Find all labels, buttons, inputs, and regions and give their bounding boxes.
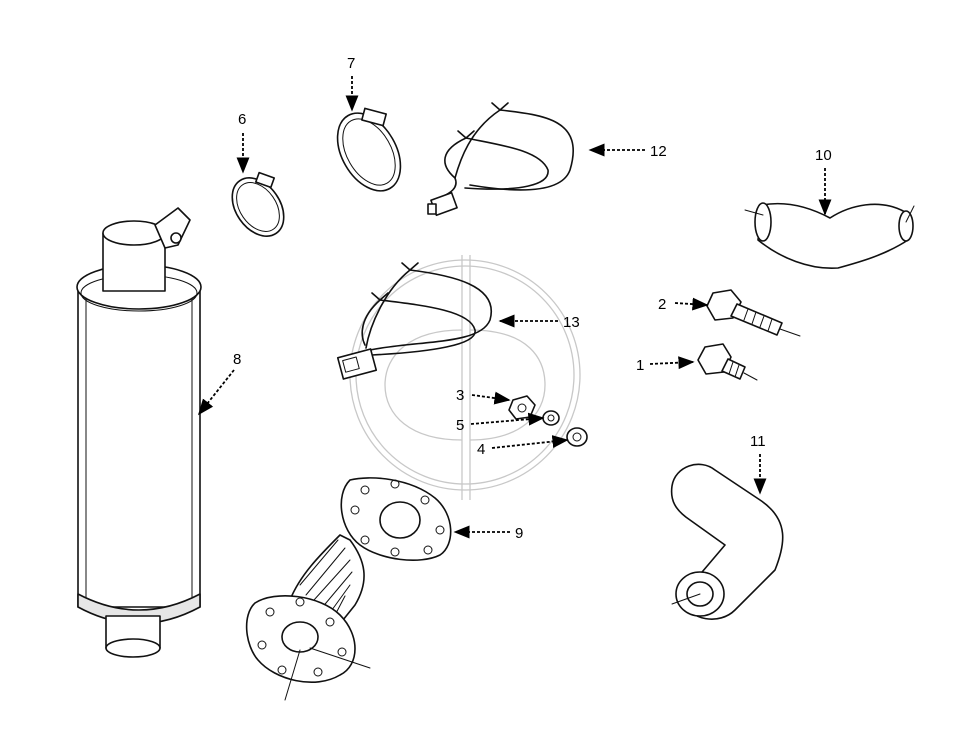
callout-10: 10 bbox=[815, 147, 832, 164]
leader-4 bbox=[491, 435, 569, 449]
callout-9: 9 bbox=[515, 525, 523, 542]
callout-5: 5 bbox=[456, 417, 464, 434]
leader-3 bbox=[471, 391, 511, 405]
wire-harness-upper-part[interactable] bbox=[427, 102, 574, 217]
nut-part[interactable] bbox=[508, 395, 536, 420]
bolt-short-part[interactable] bbox=[697, 343, 758, 381]
wire-harness-lower-part[interactable] bbox=[336, 262, 493, 380]
callout-13: 13 bbox=[563, 314, 580, 331]
watermark-logo bbox=[349, 255, 581, 500]
leader-1 bbox=[649, 356, 695, 370]
callout-4: 4 bbox=[477, 441, 485, 458]
hose-clamp-small-part[interactable] bbox=[222, 168, 295, 246]
leader-5 bbox=[470, 412, 545, 426]
bolt-long-part[interactable] bbox=[706, 289, 801, 337]
leader-lines bbox=[197, 76, 832, 539]
callout-7: 7 bbox=[347, 55, 355, 72]
muffler-part[interactable] bbox=[76, 207, 202, 658]
callout-12: 12 bbox=[650, 143, 667, 160]
leader-2 bbox=[674, 297, 709, 311]
callout-labels: 1 2 3 4 5 6 7 8 9 10 11 12 13 bbox=[233, 55, 832, 542]
elbow-hose-part[interactable] bbox=[670, 463, 784, 620]
washer-small-part[interactable] bbox=[542, 410, 560, 426]
callout-2: 2 bbox=[658, 296, 666, 313]
hose-clamp-large-part[interactable] bbox=[325, 102, 414, 202]
flex-pipe-part[interactable] bbox=[245, 477, 452, 701]
callout-3: 3 bbox=[456, 387, 464, 404]
curved-hose-upper-part[interactable] bbox=[744, 202, 915, 269]
leader-8 bbox=[197, 369, 235, 416]
callout-6: 6 bbox=[238, 111, 246, 128]
callout-8: 8 bbox=[233, 351, 241, 368]
callout-11: 11 bbox=[750, 433, 766, 450]
callout-1: 1 bbox=[636, 357, 644, 374]
washer-large-part[interactable] bbox=[566, 427, 588, 447]
